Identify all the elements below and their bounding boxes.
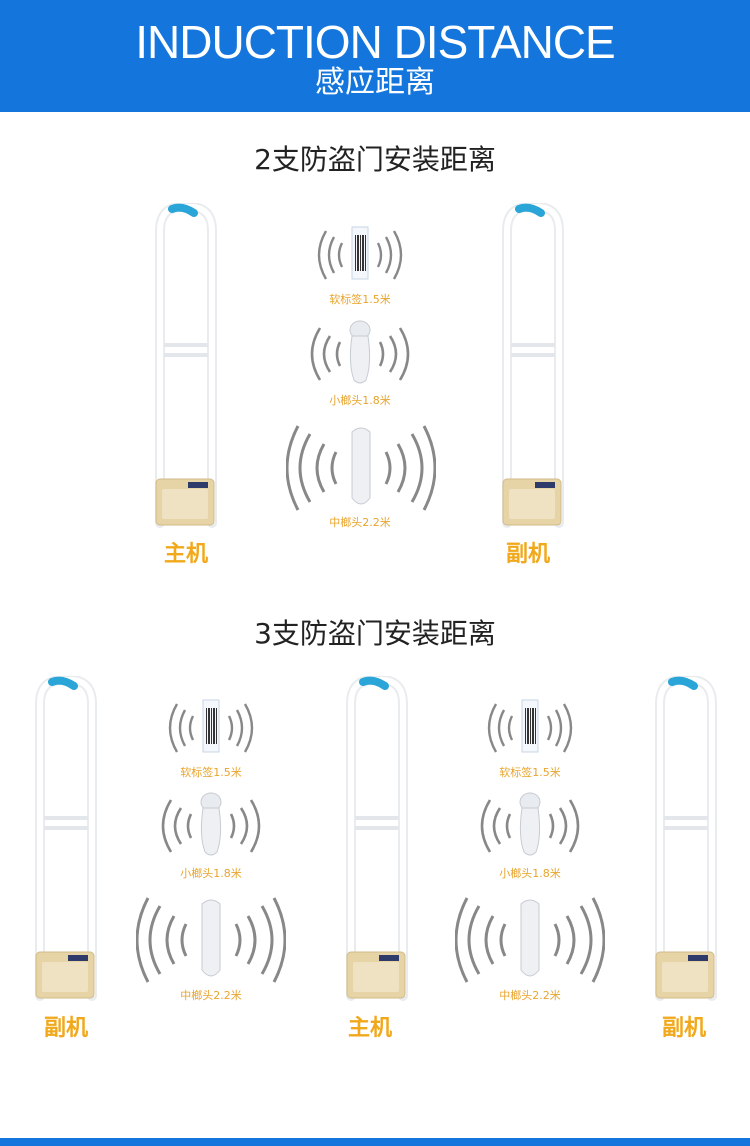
- medium-hard-tag-icon: [136, 897, 286, 983]
- footer-bar: [0, 1138, 750, 1146]
- gate-center-section2: [346, 676, 408, 1001]
- section1-left-unit-label: 主机: [163, 542, 208, 567]
- section1-tag-label-1: 软标签1.5米: [329, 293, 391, 306]
- small-hard-tag-icon: [310, 320, 410, 384]
- header-title-en: INDUCTION DISTANCE: [135, 16, 616, 68]
- gate-left-section2: [35, 676, 97, 1001]
- barcode-soft-tag-icon: [168, 699, 254, 753]
- gate-right-section1: [502, 203, 564, 528]
- section1-right-unit-label: 副机: [505, 542, 550, 567]
- section2-right-tag-label-2: 小榔头1.8米: [499, 867, 561, 880]
- medium-hard-tag-icon: [286, 425, 436, 511]
- section2-left-tag-label-3: 中榔头2.2米: [180, 989, 242, 1002]
- section2-left-tag-label-2: 小榔头1.8米: [180, 867, 242, 880]
- section2-right-tag-label-1: 软标签1.5米: [499, 766, 561, 779]
- gate-left-section1: [155, 203, 217, 528]
- section1-tag-label-2: 小榔头1.8米: [329, 394, 391, 407]
- barcode-soft-tag-icon: [317, 226, 403, 280]
- small-hard-tag-icon: [161, 792, 261, 856]
- section2-unit-label-2: 主机: [347, 1016, 392, 1041]
- section2-unit-label-1: 副机: [43, 1016, 88, 1041]
- section2-title: 3支防盗门安装距离: [254, 617, 496, 650]
- medium-hard-tag-icon: [455, 897, 605, 983]
- header-banner: INDUCTION DISTANCE 感应距离: [0, 0, 750, 112]
- barcode-soft-tag-icon: [487, 699, 573, 753]
- section2-right-tag-label-3: 中榔头2.2米: [499, 989, 561, 1002]
- section2-unit-label-3: 副机: [661, 1016, 706, 1041]
- section1-title: 2支防盗门安装距离: [254, 143, 496, 176]
- header-title-zh: 感应距离: [315, 65, 435, 100]
- gate-right-section2: [655, 676, 717, 1001]
- section2-left-tag-label-1: 软标签1.5米: [180, 766, 242, 779]
- small-hard-tag-icon: [480, 792, 580, 856]
- section1-tag-label-3: 中榔头2.2米: [329, 516, 391, 529]
